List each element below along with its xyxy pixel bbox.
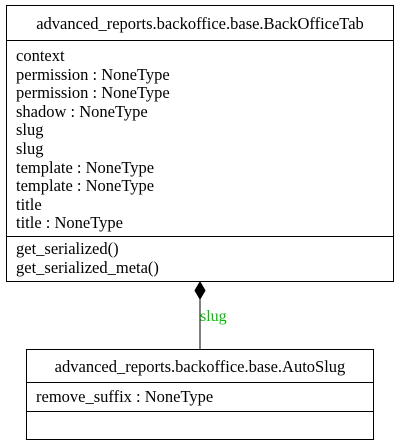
class-title-section: advanced_reports.backoffice.base.BackOff… (7, 6, 393, 40)
attribute-row: template : NoneType (16, 157, 155, 177)
method-row: get_serialized_meta() (16, 257, 159, 277)
attribute-row: title : NoneType (16, 213, 123, 233)
attribute-row: slug (16, 120, 44, 140)
attribute-row: shadow : NoneType (16, 101, 148, 121)
attribute-row: context (16, 46, 65, 65)
attributes-section: context permission : NoneType permission… (7, 40, 393, 236)
association-label: slug (200, 308, 227, 325)
method-row: get_serialized() (16, 239, 119, 258)
attribute-row: remove_suffix : NoneType (36, 387, 214, 406)
methods-section: get_serialized() get_serialized_meta() (7, 236, 393, 283)
class-name: advanced_reports.backoffice.base.AutoSlu… (54, 357, 346, 376)
attribute-row: title (16, 194, 42, 214)
attributes-section: remove_suffix : NoneType (27, 382, 373, 411)
class-title-section: advanced_reports.backoffice.base.AutoSlu… (27, 350, 373, 382)
attribute-row: permission : NoneType (16, 64, 170, 84)
class-box-backoffice-tab[interactable]: advanced_reports.backoffice.base.BackOff… (6, 5, 394, 282)
class-box-autoslug[interactable]: advanced_reports.backoffice.base.AutoSlu… (26, 349, 374, 440)
attribute-row: slug (16, 138, 44, 158)
attribute-row: permission : NoneType (16, 83, 170, 103)
methods-section (27, 411, 373, 441)
attribute-row: template : NoneType (16, 176, 155, 196)
composition-diamond-icon (194, 281, 206, 300)
class-name: advanced_reports.backoffice.base.BackOff… (36, 14, 364, 33)
